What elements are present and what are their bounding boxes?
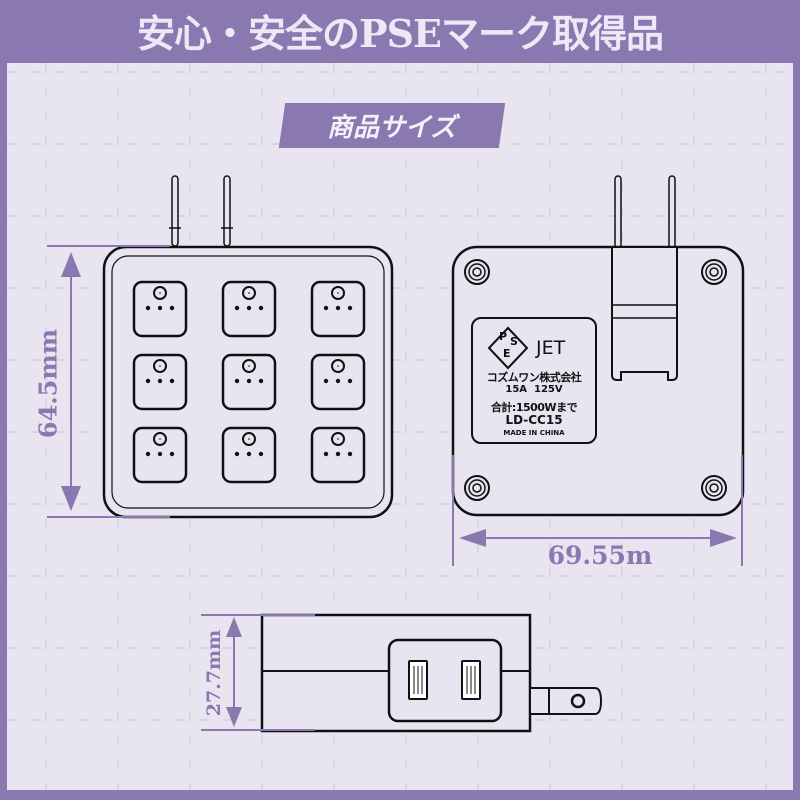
arrow-up-icon <box>61 252 81 277</box>
arrow-down-icon <box>61 486 81 511</box>
screw-hole-icon <box>701 475 727 501</box>
rating-text: 15A 125V <box>505 384 563 395</box>
origin-text: MADE IN CHINA <box>503 429 565 437</box>
front-body-inner <box>111 255 385 509</box>
jet-mark: JET <box>536 337 566 359</box>
outlet-icon <box>310 426 366 484</box>
arrow-left-icon <box>459 529 486 547</box>
outlet-icon <box>132 426 188 484</box>
maker-name: コズムワン株式会社 <box>486 371 582 384</box>
screw-holes <box>464 259 727 501</box>
side-plug-blade <box>548 687 603 715</box>
width-dimension-label: 69.55m <box>547 541 653 570</box>
plug-hole-icon <box>570 693 586 709</box>
outlet-icon <box>221 280 277 338</box>
model-number: LD-CC15 <box>505 413 563 427</box>
depth-dimension-label: 27.7mm <box>203 629 225 717</box>
pse-letter-p: P <box>499 330 508 343</box>
outlet-icon <box>221 353 277 411</box>
rating-label-box <box>471 317 597 444</box>
page-title: 安心・安全のPSEマーク取得品 <box>137 10 664 56</box>
outlet-slot-icon <box>408 660 428 700</box>
pse-letter-e: E <box>503 347 511 360</box>
arrow-down-icon <box>226 707 242 727</box>
arrow-right-icon <box>710 529 737 547</box>
outlet-icon <box>221 426 277 484</box>
outlet-icon <box>132 353 188 411</box>
height-dimension-label: 64.5mm <box>33 328 63 439</box>
outlet-slot-icon <box>461 660 481 700</box>
total-wattage: 合計:1500Wまで <box>490 401 578 414</box>
pse-diamond-icon <box>487 326 529 370</box>
arrow-up-icon <box>226 617 242 637</box>
plug-housing <box>611 246 678 381</box>
outlet-icon <box>310 280 366 338</box>
screw-hole-icon <box>701 259 727 285</box>
outlet-icon <box>132 280 188 338</box>
screw-hole-icon <box>464 259 490 285</box>
screw-hole-icon <box>464 475 490 501</box>
outlet-icon <box>310 353 366 411</box>
pse-letter-s: S <box>510 335 518 348</box>
